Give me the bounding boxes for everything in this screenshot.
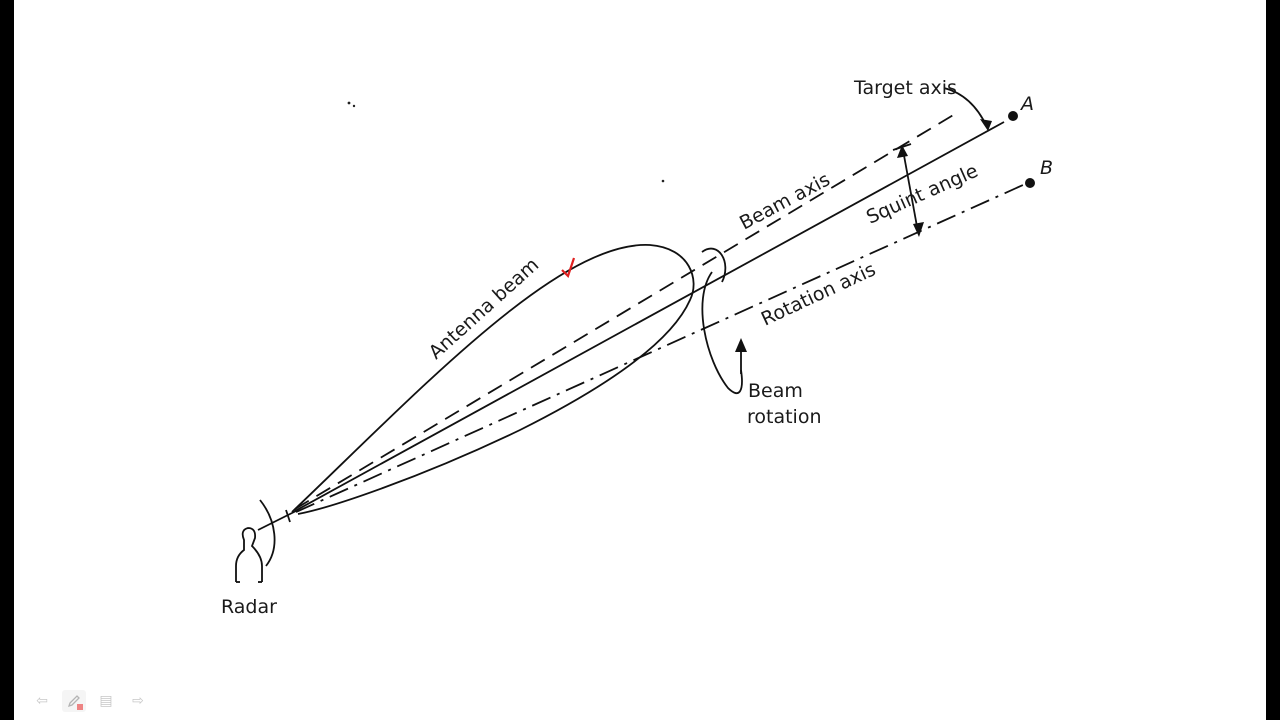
beam-rotation-loop xyxy=(701,247,743,394)
point-b-dot xyxy=(1025,178,1035,188)
squint-angle-tick-top xyxy=(892,143,912,151)
slide-toolbar: ⇦ ▤ ⇨ xyxy=(30,688,150,714)
antenna-beam-label: Antenna beam xyxy=(425,254,544,364)
speck xyxy=(661,179,665,183)
radar-label: Radar xyxy=(221,596,277,618)
beam-rotation-arrowhead xyxy=(735,338,747,352)
target-axis-label: Target axis xyxy=(853,77,957,99)
pen-color-swatch xyxy=(77,704,83,710)
squint-angle-arrow xyxy=(902,149,919,233)
radar-stub xyxy=(257,510,297,531)
antenna-beam-lobe xyxy=(291,244,695,515)
radar-icon xyxy=(235,499,276,583)
squint-angle-arrowhead-bottom xyxy=(913,222,924,237)
beam-axis-label: Beam axis xyxy=(736,169,834,235)
prev-arrow-icon[interactable]: ⇦ xyxy=(36,693,48,709)
speck xyxy=(347,101,351,105)
next-arrow-icon[interactable]: ⇨ xyxy=(132,693,144,709)
pen-glyph xyxy=(67,695,80,708)
squint-angle-arrowhead-top xyxy=(897,145,908,158)
rotation-axis-label: Rotation axis xyxy=(758,258,879,330)
target-axis-arrowhead xyxy=(980,119,992,131)
beam-rotation-label-line2: rotation xyxy=(747,406,822,428)
menu-icon[interactable]: ▤ xyxy=(99,693,113,709)
target-axis-line xyxy=(294,121,1005,512)
squint-angle-diagram: Target axis A B Beam axis Squint angle A… xyxy=(221,77,1053,618)
pen-icon[interactable] xyxy=(62,690,86,712)
point-a-dot xyxy=(1008,111,1018,121)
speck xyxy=(352,104,356,108)
radar-tick xyxy=(285,509,291,523)
rotation-axis-line xyxy=(295,184,1024,513)
annotation-check-mark xyxy=(561,257,576,279)
beam-axis-line xyxy=(294,113,956,510)
point-b-label: B xyxy=(1040,157,1053,179)
slide-canvas: Target axis A B Beam axis Squint angle A… xyxy=(14,0,1266,720)
squint-angle-label: Squint angle xyxy=(863,160,981,229)
beam-rotation-label-line1: Beam xyxy=(748,380,803,402)
point-a-label: A xyxy=(1019,93,1034,115)
